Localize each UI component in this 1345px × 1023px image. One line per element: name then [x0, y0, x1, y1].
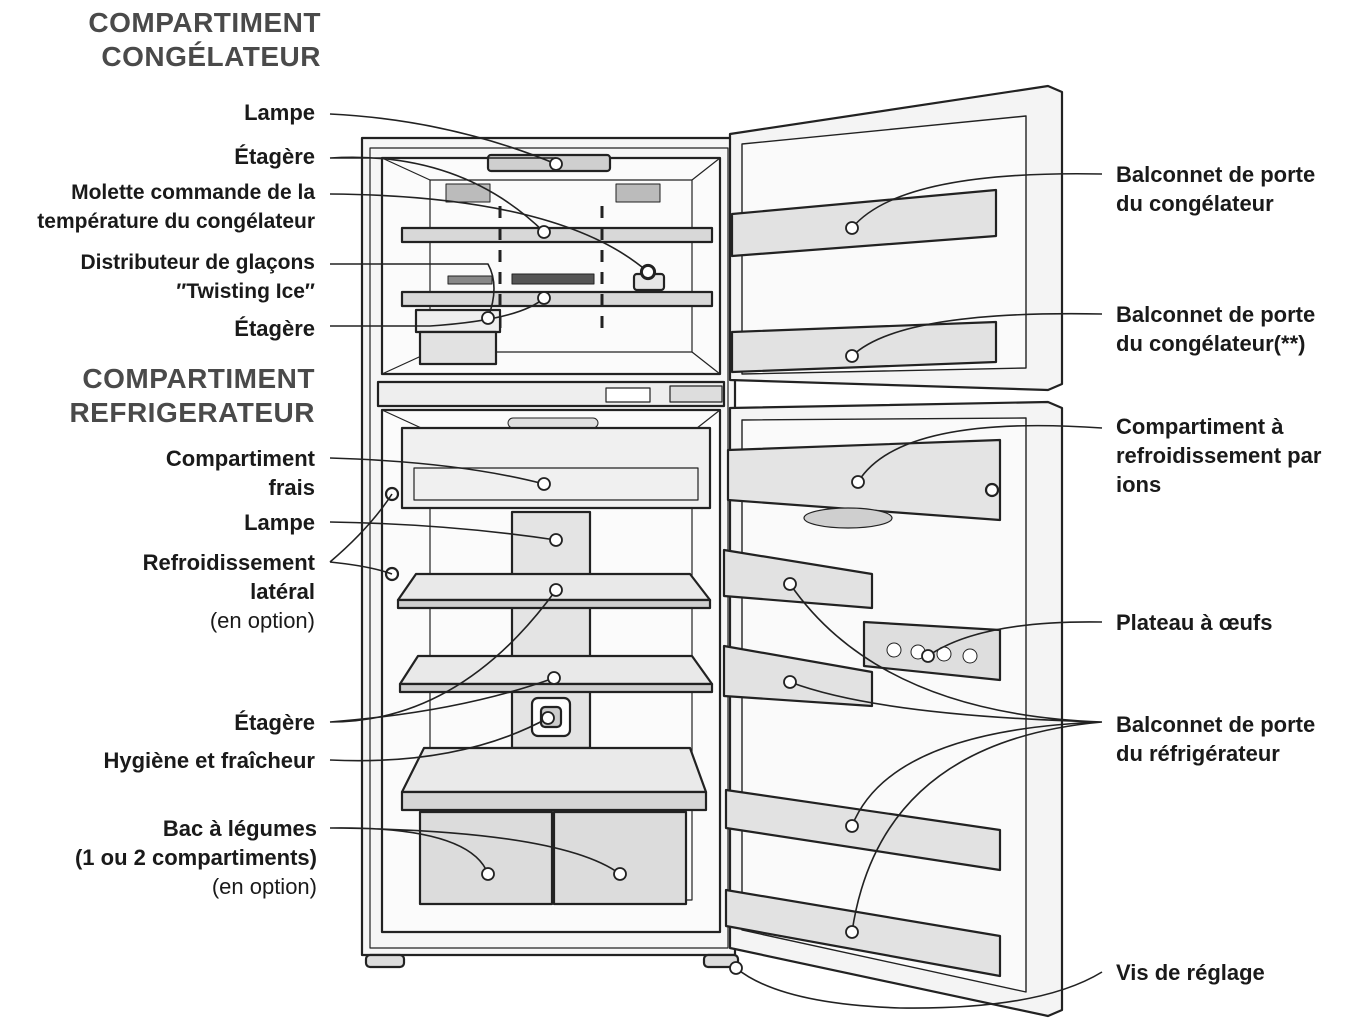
label-text: Étagère: [234, 710, 315, 735]
label-text: Lampe: [244, 510, 315, 535]
label-distributeur: Distributeur de glaçons ″Twisting Ice″: [80, 248, 315, 306]
label-balconnet-congelateur-1: Balconnet de porte du congélateur: [1116, 160, 1315, 218]
label-text: Vis de réglage: [1116, 960, 1265, 985]
freezer-title-line2: CONGÉLATEUR: [101, 41, 321, 72]
label-refroidissement-lateral: Refroidissement latéral (en option): [143, 548, 315, 635]
label-text: Compartiment: [165, 446, 315, 471]
fridge-title-line1: COMPARTIMENT: [82, 363, 315, 394]
label-text: Compartiment à: [1116, 414, 1284, 439]
label-text: latéral: [250, 579, 315, 604]
label-text: Balconnet de porte: [1116, 712, 1316, 737]
label-vis-reglage: Vis de réglage: [1116, 958, 1265, 987]
freezer-section-title: COMPARTIMENT CONGÉLATEUR: [88, 6, 321, 74]
label-option: (en option): [209, 608, 315, 633]
leader-lines: [329, 113, 649, 875]
label-text: Balconnet de porte: [1116, 302, 1316, 327]
label-text: ″Twisting Ice″: [176, 280, 315, 303]
label-etagere-freezer: Étagère: [234, 142, 315, 171]
label-balconnet-refrigerateur: Balconnet de porte du réfrigérateur: [1116, 710, 1315, 768]
label-molette: Molette commande de la température du co…: [37, 178, 315, 236]
label-text: Distributeur de glaçons: [80, 251, 315, 274]
label-text: du réfrigérateur: [1116, 741, 1280, 766]
label-etagere-fridge: Étagère: [234, 708, 315, 737]
label-compartiment-frais: Compartiment frais: [166, 444, 315, 502]
label-text: température du congélateur: [37, 210, 315, 233]
label-plateau-oeufs: Plateau à œufs: [1116, 608, 1272, 637]
label-option: (en option): [211, 874, 317, 899]
label-text: du congélateur(**): [1116, 331, 1306, 356]
label-text: Bac à légumes: [162, 816, 317, 841]
refrigerator-compartment: [380, 408, 722, 934]
label-balconnet-congelateur-2: Balconnet de porte du congélateur(**): [1116, 300, 1315, 358]
label-text: refroidissement par: [1116, 443, 1322, 468]
freezer-door: [728, 84, 1064, 392]
label-text: (1 ou 2 compartiments): [74, 845, 317, 870]
label-etagere-freezer-2: Étagère: [234, 314, 315, 343]
callout-markers: [481, 157, 935, 975]
label-compartiment-ions: Compartiment à refroidissement par ions: [1116, 412, 1321, 499]
label-text: Plateau à œufs: [1116, 610, 1273, 635]
freezer-compartment: [380, 153, 722, 376]
label-text: Balconnet de porte: [1116, 162, 1316, 187]
label-hygiene: Hygiène et fraîcheur: [103, 746, 315, 775]
control-strip: [376, 380, 726, 408]
label-text: Refroidissement: [142, 550, 315, 575]
label-bac-legumes: Bac à légumes (1 ou 2 compartiments) (en…: [75, 814, 317, 901]
label-text: Étagère: [234, 316, 315, 341]
leader-lines-right: [735, 172, 1103, 1009]
label-lampe-fridge: Lampe: [244, 508, 315, 537]
fridge-title-line2: REFRIGERATEUR: [69, 397, 315, 428]
freezer-title-line1: COMPARTIMENT: [88, 7, 321, 38]
fridge-section-title: COMPARTIMENT REFRIGERATEUR: [69, 362, 315, 430]
label-text: Molette commande de la: [71, 181, 315, 204]
label-text: du congélateur: [1116, 191, 1274, 216]
label-text: Étagère: [234, 144, 315, 169]
label-text: Hygiène et fraîcheur: [103, 748, 315, 773]
label-lampe-freezer: Lampe: [244, 98, 315, 127]
label-text: frais: [268, 475, 315, 500]
label-text: ions: [1116, 472, 1162, 497]
label-text: Lampe: [244, 100, 315, 125]
fridge-door: [722, 400, 1064, 1018]
